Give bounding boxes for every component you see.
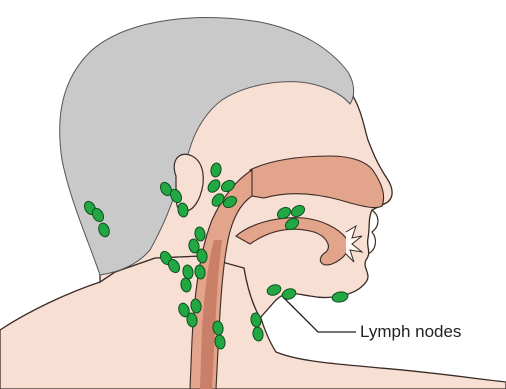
lymph-nodes-label: Lymph nodes xyxy=(360,322,461,342)
callout-leader-line xyxy=(284,298,356,332)
